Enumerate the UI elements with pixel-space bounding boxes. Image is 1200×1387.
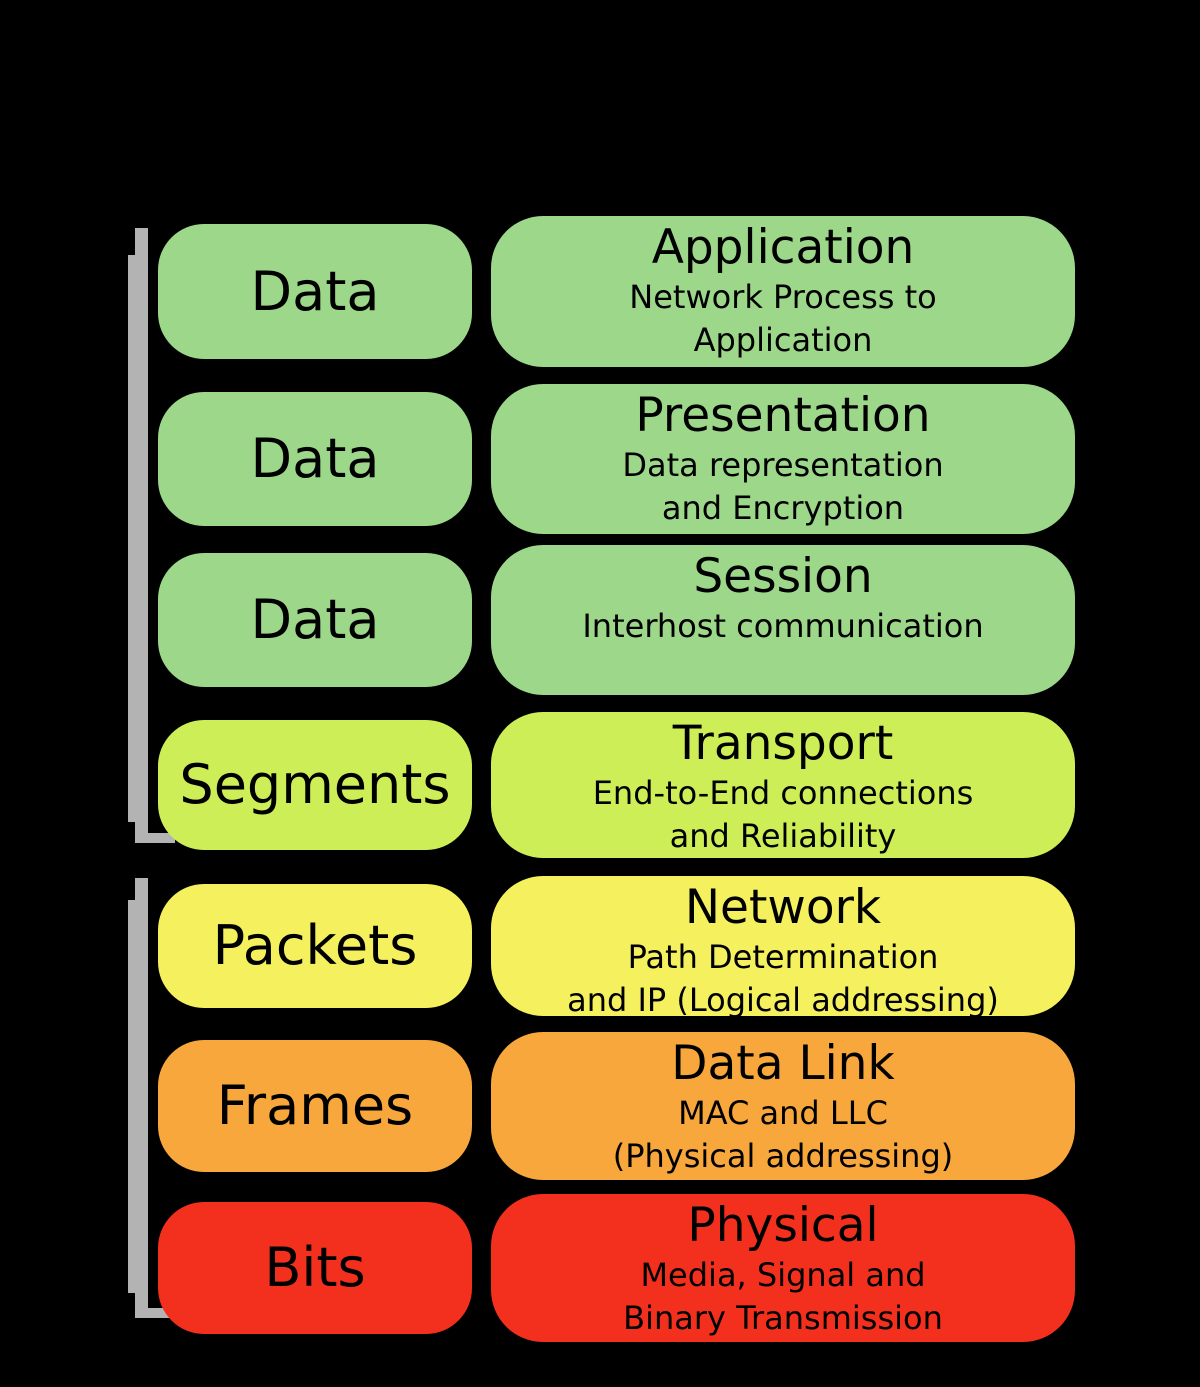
data-unit-box: Data — [158, 224, 472, 359]
layer-title: Transport — [672, 716, 894, 771]
layer-description-line-2: Application — [693, 321, 873, 359]
layer-title: Data Link — [671, 1036, 895, 1091]
layer-description-line-1: Media, Signal and — [640, 1256, 926, 1294]
layer-description-line-1: End-to-End connections — [592, 774, 974, 812]
layer-row-data-link: Frames Data Link MAC and LLC (Physical a… — [0, 1032, 1200, 1180]
unit-label: Data — [250, 259, 380, 323]
layer-box-data-link: Data Link MAC and LLC (Physical addressi… — [491, 1032, 1075, 1180]
layer-row-network: Packets Network Path Determination and I… — [0, 876, 1200, 1019]
layer-description-line-1: Data representation — [622, 446, 944, 484]
layer-title: Network — [684, 880, 882, 935]
media-layers-bracket-bar — [128, 900, 148, 1293]
unit-label: Packets — [212, 914, 418, 977]
layer-description-line-2: (Physical addressing) — [612, 1137, 954, 1175]
layer-description-line-1: MAC and LLC — [678, 1094, 888, 1132]
data-unit-box: Frames — [158, 1040, 472, 1172]
data-unit-box: Data — [158, 392, 472, 526]
data-unit-box: Bits — [158, 1202, 472, 1334]
layer-box-physical: Physical Media, Signal and Binary Transm… — [491, 1194, 1075, 1342]
layer-row-presentation: Data Presentation Data representation an… — [0, 384, 1200, 534]
layer-description-line-2: and IP (Logical addressing) — [567, 981, 999, 1019]
layer-row-application: Data Application Network Process to Appl… — [0, 216, 1200, 367]
layer-title: Physical — [687, 1198, 879, 1253]
layer-row-session: Data Session Interhost communication — [0, 545, 1200, 695]
layer-description-line-1: Network Process to — [629, 278, 937, 316]
unit-label: Data — [250, 588, 380, 651]
unit-label: Bits — [264, 1236, 366, 1299]
layer-description-line-1: Interhost communication — [582, 607, 984, 645]
unit-label: Segments — [179, 753, 451, 816]
layer-title: Session — [693, 549, 873, 604]
layer-box-presentation: Presentation Data representation and Enc… — [491, 384, 1075, 534]
unit-label: Frames — [216, 1074, 414, 1137]
data-unit-box: Segments — [158, 720, 472, 850]
host-layers-bracket-bottom-cap — [135, 822, 148, 843]
media-layers-bracket-bottom-cap — [135, 1293, 148, 1318]
layer-row-transport: Segments Transport End-to-End connection… — [0, 712, 1200, 858]
layer-box-session: Session Interhost communication — [491, 545, 1075, 695]
data-unit-box: Packets — [158, 884, 472, 1008]
layer-description-line-2: Binary Transmission — [623, 1299, 943, 1337]
data-unit-box: Data — [158, 553, 472, 687]
host-layers-bracket-bar — [128, 255, 148, 822]
layer-title: Application — [651, 220, 915, 275]
host-layers-bracket-foot — [148, 833, 175, 843]
layer-box-network: Network Path Determination and IP (Logic… — [491, 876, 1075, 1019]
layer-title: Presentation — [635, 388, 931, 443]
layer-box-application: Application Network Process to Applicati… — [491, 216, 1075, 367]
layer-box-transport: Transport End-to-End connections and Rel… — [491, 712, 1075, 858]
layer-row-physical: Bits Physical Media, Signal and Binary T… — [0, 1194, 1200, 1342]
media-layers-bracket-top-cap — [135, 878, 148, 900]
layer-description-line-2: and Reliability — [669, 817, 897, 855]
layer-description-line-1: Path Determination — [627, 938, 939, 976]
media-layers-bracket-foot — [148, 1308, 175, 1318]
host-layers-bracket-top-cap — [135, 228, 148, 255]
unit-label: Data — [250, 427, 380, 490]
layer-description-line-2: and Encryption — [661, 489, 905, 527]
